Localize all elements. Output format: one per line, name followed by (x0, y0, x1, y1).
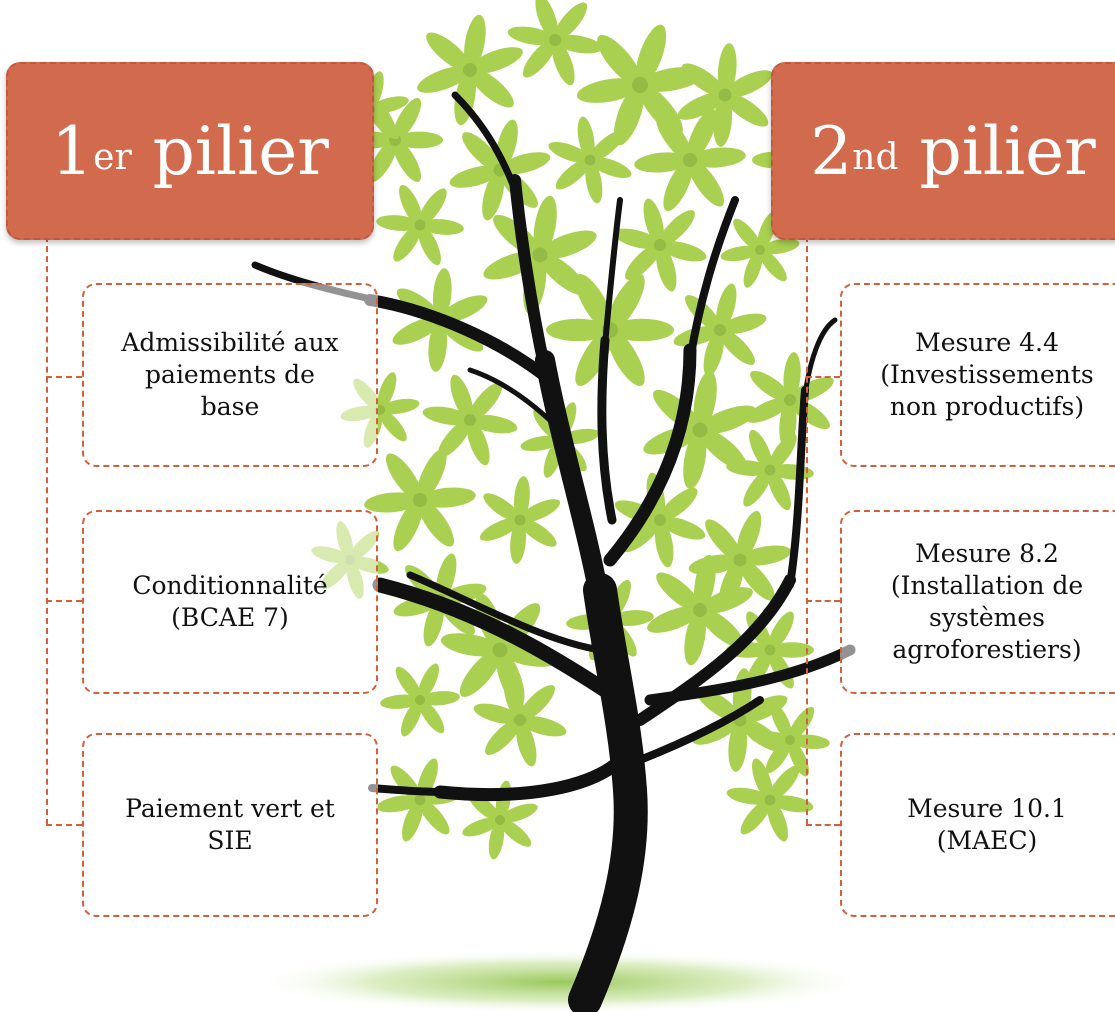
item-line: SIE (207, 826, 253, 855)
connector-right-trunk (806, 236, 808, 825)
item-line: Mesure 4.4 (915, 328, 1059, 357)
item-line: base (200, 392, 260, 421)
pillar-2-item-mesure-10-1: Mesure 10.1 (MAEC) (840, 733, 1115, 917)
connector-left-trunk (46, 236, 48, 825)
leaf-icon (368, 647, 472, 753)
ground-shadow (250, 950, 870, 1012)
pillar-2-item-mesure-4-4: Mesure 4.4 (Investissements non producti… (840, 283, 1115, 467)
connector-left-branch-2 (46, 600, 82, 602)
item-line: (Investissements (880, 360, 1094, 389)
connector-left-branch-1 (46, 376, 82, 378)
connector-right-branch-3 (806, 824, 840, 826)
connector-left-branch-3 (46, 824, 82, 826)
item-line: Admissibilité aux (121, 328, 339, 357)
pillar-1-suffix: er (93, 136, 132, 178)
item-line: (MAEC) (936, 826, 1038, 855)
pillar-1-number: 1 (51, 112, 94, 190)
item-line: (BCAE 7) (171, 603, 289, 632)
pillar-1-word: pilier (152, 112, 329, 190)
tree-trunk (251, 91, 856, 1012)
item-line: Conditionnalité (132, 571, 328, 600)
leaf-icon (663, 271, 777, 389)
item-line: agroforestiers) (892, 635, 1082, 664)
pillar-2-number: 2 (810, 112, 853, 190)
pillar-2-suffix: nd (852, 136, 899, 178)
connector-right-branch-1 (806, 376, 840, 378)
connector-right-branch-2 (806, 600, 840, 602)
item-line: Mesure 8.2 (915, 539, 1059, 568)
pillar-2-word: pilier (919, 112, 1096, 190)
item-line: Paiement vert et (125, 794, 335, 823)
pillar-1-item-admissibilite: Admissibilité aux paiements de base (82, 283, 378, 467)
pillar-2-item-mesure-8-2: Mesure 8.2 (Installation de systèmes agr… (840, 510, 1115, 694)
pillar-1-item-conditionnalite: Conditionnalité (BCAE 7) (82, 510, 378, 694)
item-line: non productifs) (889, 392, 1085, 421)
leaf-icon (671, 38, 779, 152)
leaf-icon (404, 353, 536, 487)
item-line: paiements de (145, 360, 315, 389)
pillar-1-item-paiement-vert: Paiement vert et SIE (82, 733, 378, 917)
item-line: systèmes (929, 603, 1045, 632)
item-line: Mesure 10.1 (907, 794, 1067, 823)
item-line: (Installation de (890, 571, 1084, 600)
leaf-icon (474, 472, 566, 568)
